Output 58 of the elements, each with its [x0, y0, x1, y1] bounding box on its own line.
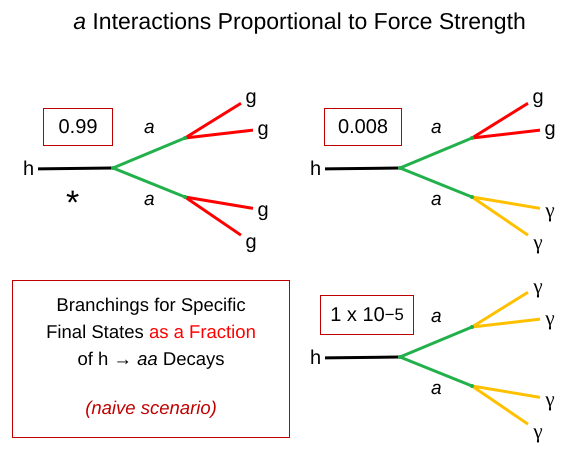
title: a Interactions Proportional to Force Strength — [72, 8, 527, 35]
asterisk-label: * — [66, 186, 80, 220]
particle-line — [471, 196, 529, 236]
particle-label: g — [255, 118, 271, 140]
particle-line — [471, 290, 529, 328]
particle-label: g — [255, 199, 271, 221]
particle-line — [184, 102, 242, 140]
vertex-dot — [183, 136, 187, 140]
vertex-dot — [470, 384, 474, 388]
particle-label: g — [530, 86, 546, 108]
edge-label: a — [431, 378, 442, 400]
particle-label: g — [542, 118, 558, 140]
edge-label: a — [431, 117, 442, 139]
branching-ratio-box: 0.008 — [324, 108, 402, 146]
vertex-dot — [111, 166, 115, 170]
vertex-dot — [398, 166, 402, 170]
particle-label: γ — [530, 231, 546, 253]
particle-label: h — [21, 157, 36, 181]
particle-label: g — [243, 231, 259, 253]
note-box — [12, 280, 290, 438]
particle-line — [472, 318, 540, 328]
vertex-dot — [183, 195, 187, 199]
particle-line — [472, 384, 540, 399]
particle-line — [112, 136, 186, 170]
particle-line — [471, 102, 529, 140]
vertex-dot — [470, 136, 474, 140]
vertex-dot — [470, 195, 474, 199]
particle-line — [399, 326, 473, 358]
particle-label: γ — [542, 388, 558, 410]
particle-label: h — [308, 346, 323, 370]
particle-line — [112, 166, 186, 198]
note-text: Branchings for Specific Final States as a Fraction of h → aa Decays — [45, 293, 257, 371]
particle-line — [184, 196, 242, 236]
particle-line — [472, 128, 540, 140]
particle-line — [471, 384, 529, 426]
edge-label: a — [144, 188, 155, 210]
branching-ratio-box: 0.99 — [43, 108, 113, 146]
particle-label: γ — [542, 307, 558, 329]
particle-label: g — [243, 86, 259, 108]
particle-line — [184, 128, 254, 140]
particle-line — [399, 136, 473, 170]
vertex-dot — [398, 355, 402, 359]
particle-label: h — [308, 157, 323, 181]
note-subtitle: (naive scenario) — [84, 396, 218, 420]
particle-label: γ — [542, 199, 558, 221]
edge-label: a — [431, 188, 442, 210]
vertex-dot — [470, 325, 474, 329]
particle-label: γ — [530, 420, 546, 442]
edge-label: a — [431, 306, 442, 328]
particle-line — [324, 166, 400, 170]
edge-label: a — [144, 117, 155, 139]
particle-line — [38, 166, 114, 170]
particle-line — [472, 196, 540, 210]
particle-line — [184, 196, 254, 210]
particle-line — [324, 356, 400, 360]
particle-line — [399, 356, 473, 388]
particle-label: γ — [530, 275, 546, 297]
particle-line — [399, 166, 473, 198]
